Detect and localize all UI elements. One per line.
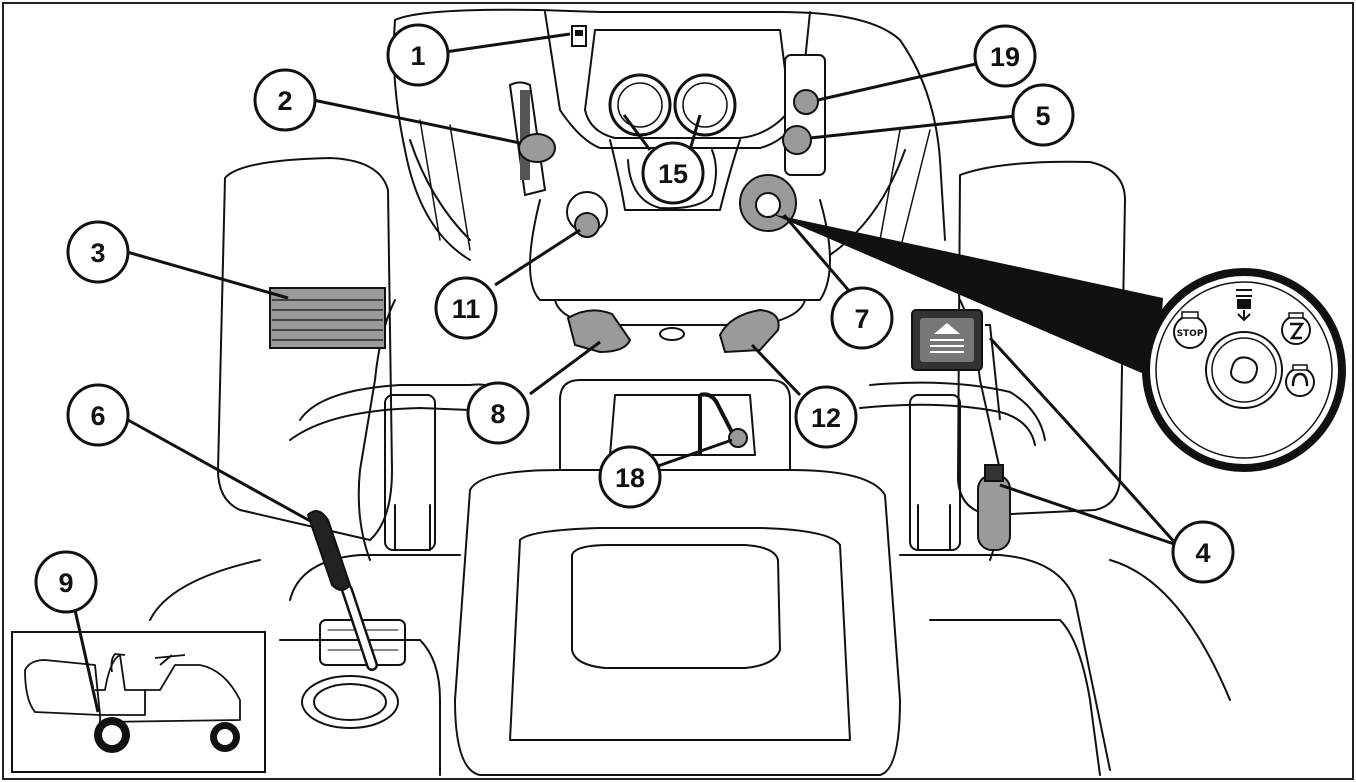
lights-position-icon: [1281, 312, 1311, 345]
callout-circle-18: [598, 445, 662, 509]
callout-6: 6: [66, 383, 130, 447]
ignition-zoom-cone: [772, 214, 1163, 380]
throttle-lever-knob: [518, 133, 556, 163]
callout-circle-12: [794, 385, 858, 449]
callout-circle-6: [66, 383, 130, 447]
callout-number-9: 9: [58, 568, 73, 598]
leader-4-upper: [988, 336, 1179, 547]
callout-number-5: 5: [1035, 101, 1050, 131]
left-wheel: [217, 157, 393, 541]
callout-number-6: 6: [90, 401, 105, 431]
callout-number-4: 4: [1195, 538, 1210, 568]
callout-4: 4: [1171, 520, 1235, 584]
callout-number-11: 11: [452, 294, 481, 324]
seat: [454, 469, 901, 776]
grass-collector-lever: [306, 510, 352, 591]
callout-2: 2: [253, 68, 317, 132]
ignition-detail: STOP: [1142, 268, 1346, 472]
cutting-height-knob: [793, 89, 819, 115]
ignition-key-slot: [1205, 331, 1283, 409]
callout-circle-1: [386, 23, 450, 87]
leader-1: [444, 32, 571, 54]
leader-19: [817, 61, 981, 102]
leader-9: [73, 609, 100, 713]
mower-position-icon: [1236, 289, 1252, 322]
callout-5: 5: [1011, 83, 1075, 147]
callout-3: 3: [66, 220, 130, 284]
blade-switch-knob: [782, 125, 812, 155]
right-gauge: [673, 73, 737, 137]
leader-5: [809, 114, 1017, 140]
callout-circle-2: [253, 68, 317, 132]
choke-knob: [574, 212, 600, 238]
callout-circle-19: [973, 24, 1037, 88]
callout-circle-11: [434, 276, 498, 340]
callout-8: 8: [466, 381, 530, 445]
leader-8: [529, 340, 601, 396]
callout-15: 15: [641, 141, 705, 205]
callout-circle-3: [66, 220, 130, 284]
start-position-icon: [1285, 364, 1315, 397]
leader-15b: [688, 114, 702, 151]
callout-circle-15: [641, 141, 705, 205]
callout-number-7: 7: [854, 304, 869, 334]
right-drive-lever: [718, 308, 780, 354]
callout-19: 19: [973, 24, 1037, 88]
seat-back: [571, 544, 781, 669]
leader-2: [312, 98, 521, 145]
callout-circle-5: [1011, 83, 1075, 147]
dash-outline-top: [394, 8, 946, 241]
callout-number-15: 15: [658, 159, 688, 189]
leader-3: [126, 250, 289, 300]
callout-18: 18: [598, 445, 662, 509]
callout-circle-7: [830, 286, 894, 350]
brake-pedal: [269, 287, 386, 349]
right-wheel: [957, 160, 1126, 516]
inset-tractor-sketch: [11, 631, 266, 773]
callout-circle-4: [1171, 520, 1235, 584]
callout-circle-8: [466, 381, 530, 445]
callout-1: 1: [386, 23, 450, 87]
callout-number-12: 12: [811, 403, 841, 433]
leader-4-lower: [999, 483, 1178, 547]
controls-fill: [269, 25, 1011, 671]
cup-holder: [301, 675, 399, 729]
callout-circle-9: [34, 550, 98, 614]
leader-12: [750, 343, 802, 397]
leader-6: [127, 418, 313, 524]
callout-number-18: 18: [615, 463, 645, 493]
callout-number-1: 1: [410, 41, 425, 71]
callout-number-2: 2: [277, 86, 292, 116]
callout-number-19: 19: [990, 42, 1020, 72]
callout-number-3: 3: [90, 238, 105, 268]
callout-12: 12: [794, 385, 858, 449]
leader-lines: [73, 32, 1179, 713]
leader-18: [657, 438, 733, 468]
leader-11: [494, 228, 581, 287]
leader-7: [782, 214, 852, 293]
stop-label: STOP: [1177, 329, 1204, 339]
leader-15a: [622, 114, 652, 151]
callout-11: 11: [434, 276, 498, 340]
left-drive-lever: [566, 309, 632, 354]
cutting-height-rod-knob: [728, 428, 748, 448]
callout-9: 9: [34, 550, 98, 614]
left-gauge: [608, 73, 672, 137]
callout-number-8: 8: [490, 399, 505, 429]
callout-7: 7: [830, 286, 894, 350]
